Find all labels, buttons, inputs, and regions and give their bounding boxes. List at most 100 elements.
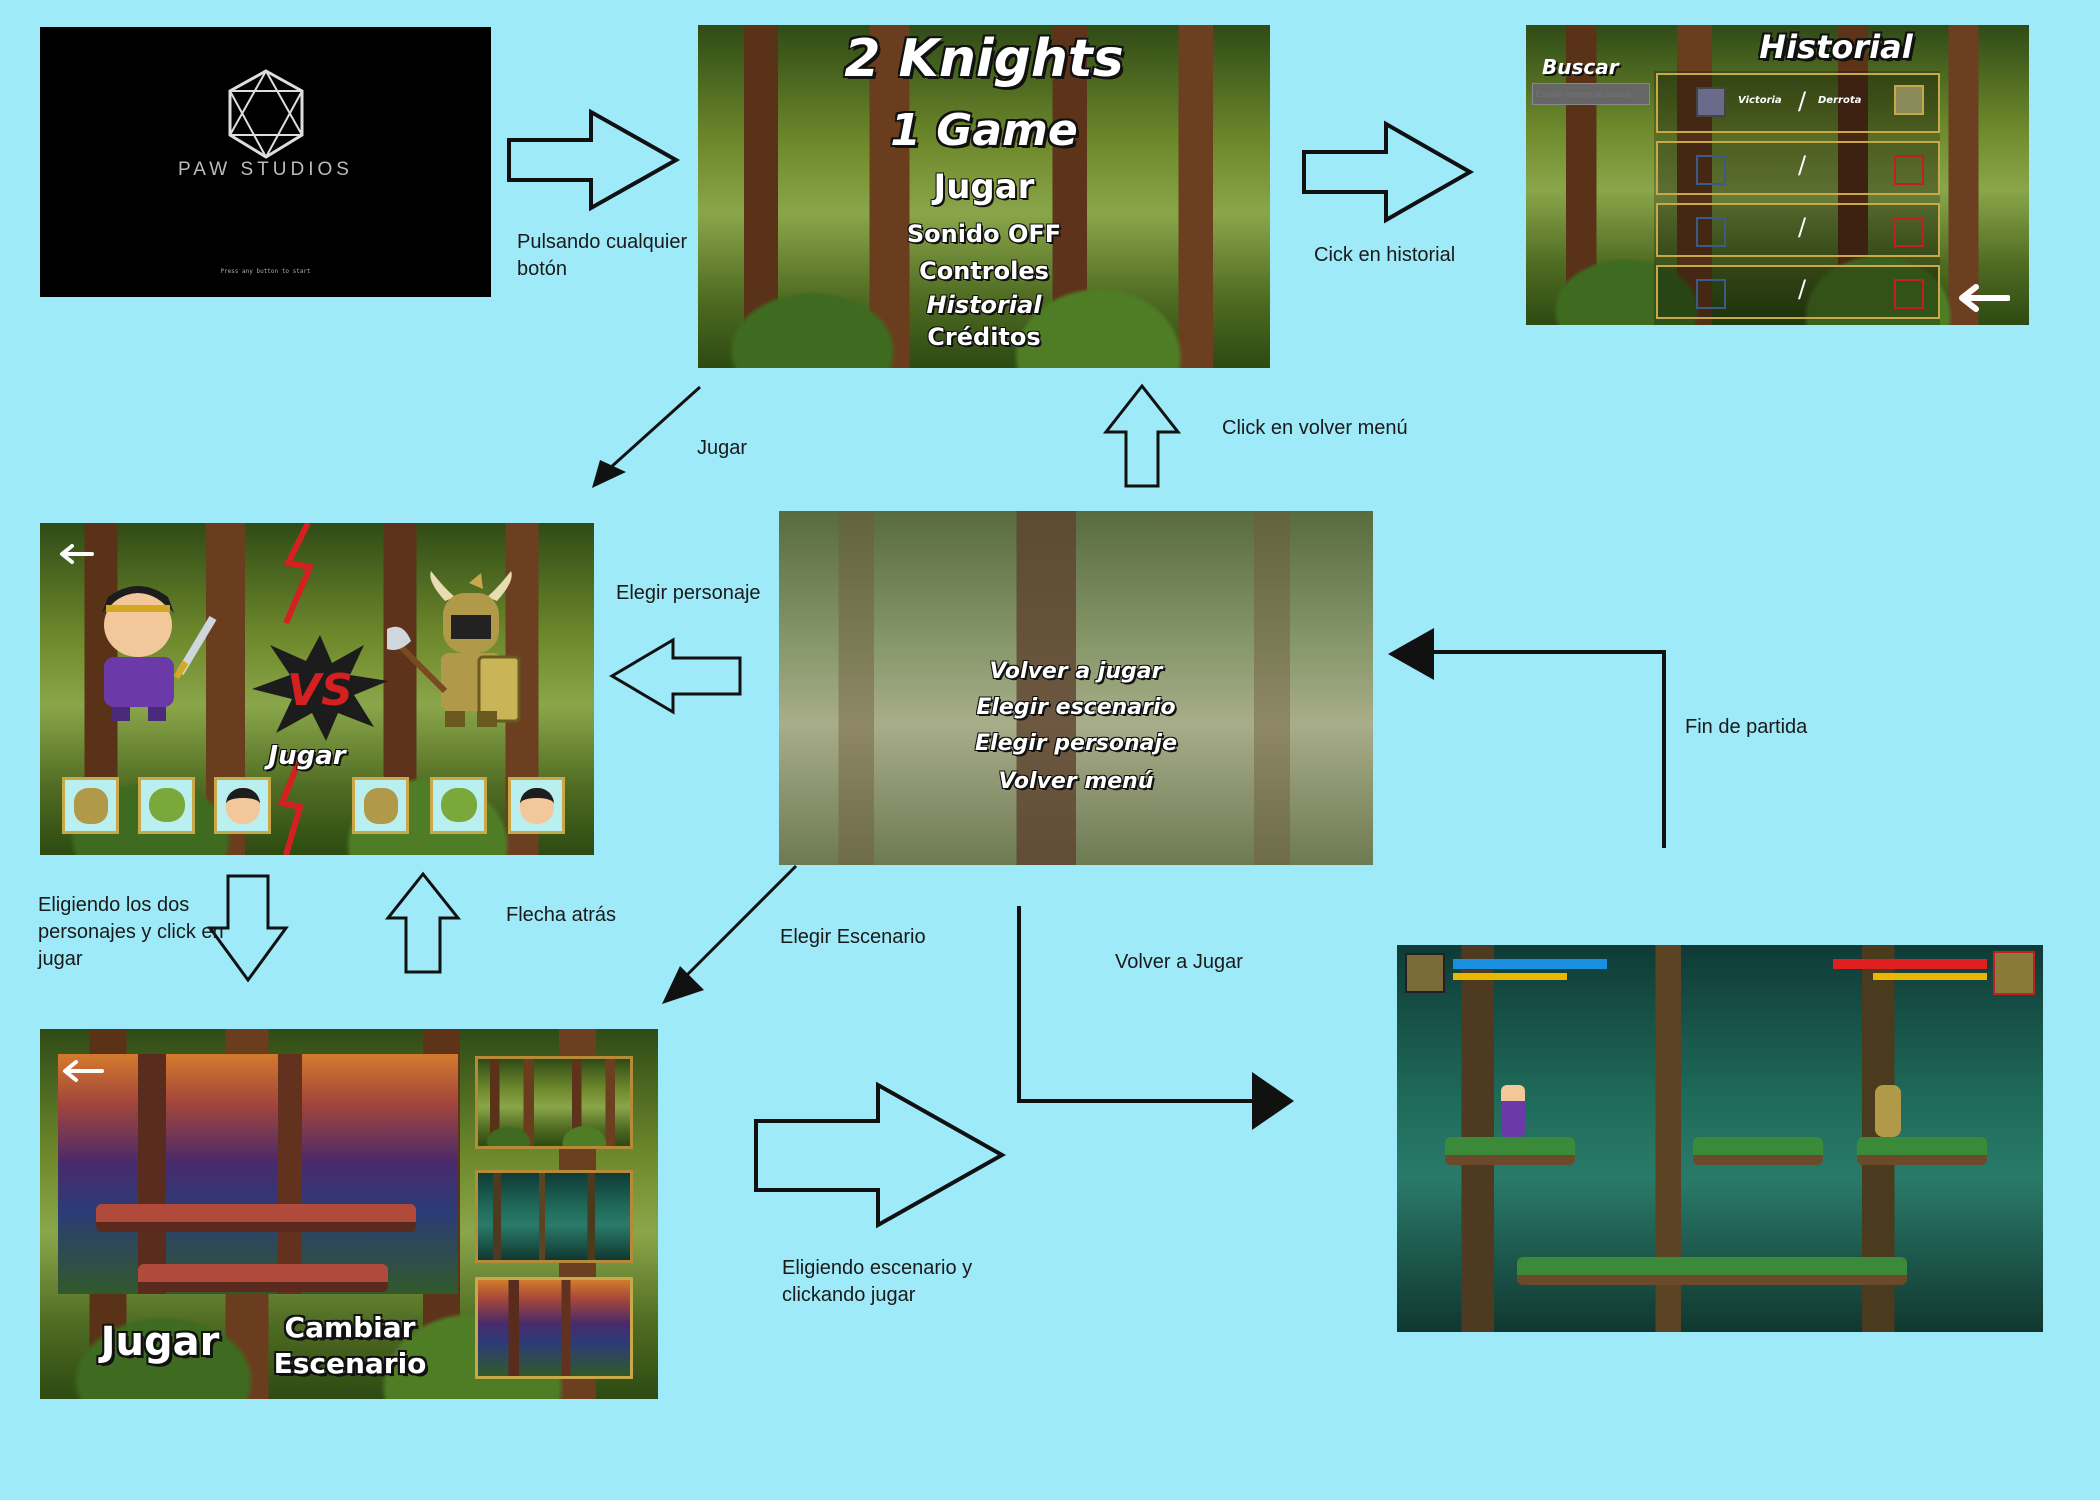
- elf-knight-icon: [225, 788, 260, 824]
- gameplay-screen: [1397, 945, 2043, 1332]
- history-title: Historial: [1759, 28, 1913, 66]
- arrow-gameplay-to-end: [1418, 650, 1666, 848]
- label-click-back-menu: Click en volver menú: [1222, 417, 1408, 439]
- change-stage-line2[interactable]: Escenario: [273, 1347, 427, 1380]
- history-row: /: [1656, 141, 1940, 195]
- p1-slot-armored-knight[interactable]: [62, 777, 119, 834]
- p1-energy-bar: [1453, 973, 1567, 980]
- history-screen: Historial Buscar Victoria / Derrota / / …: [1526, 25, 2029, 325]
- splash-brand: PAW STUDIOS: [178, 159, 353, 180]
- end-menu-screen: Volver a jugar Elegir escenario Elegir p…: [779, 511, 1373, 865]
- p2-portrait-icon: [1993, 951, 2035, 995]
- game-title-line2: 1 Game: [890, 105, 1078, 156]
- p1-fighter: [1501, 1085, 1525, 1137]
- p1-avatar-icon: [1696, 87, 1726, 117]
- menu-controls-button[interactable]: Controles: [919, 257, 1049, 285]
- ground-platform: [1517, 1257, 1907, 1285]
- history-row: /: [1656, 203, 1940, 257]
- arrow-menu-to-charselect: [608, 385, 702, 470]
- label-press-any: Pulsando cualquier botón: [517, 231, 688, 280]
- stage-platform: [96, 1204, 416, 1232]
- back-arrow-icon[interactable]: [60, 1059, 104, 1083]
- win-label: Victoria: [1738, 95, 1782, 106]
- p2-energy-bar: [1873, 973, 1987, 980]
- p1-slot-elf-knight[interactable]: [214, 777, 271, 834]
- history-row: /: [1656, 265, 1940, 319]
- armored-knight-character: [387, 571, 521, 727]
- p1-slot-orc[interactable]: [138, 777, 195, 834]
- vs-text: VS: [287, 665, 353, 716]
- stage-select-screen: Jugar Cambiar Escenario: [40, 1029, 658, 1399]
- label-back-arrow: Flecha atrás: [506, 904, 617, 926]
- elf-knight-icon: [519, 788, 554, 824]
- arrow-splash-to-menu: [507, 108, 681, 212]
- right-platform: [1857, 1137, 1987, 1165]
- row-p1-box: [1696, 279, 1726, 309]
- play-again-button[interactable]: Volver a jugar: [989, 659, 1163, 684]
- stage-platform: [138, 1264, 388, 1292]
- splash-hint: Press any button to start: [220, 268, 311, 275]
- orc-icon: [148, 788, 185, 822]
- character-select-screen: VS Jugar: [40, 523, 594, 855]
- main-menu-screen: 2 Knights 1 Game Jugar Sonido OFF Contro…: [698, 25, 1270, 368]
- arrow-menu-to-history: [1302, 120, 1475, 224]
- play-button[interactable]: Jugar: [268, 741, 346, 771]
- paw-logo-icon: [228, 69, 304, 159]
- row-separator: /: [1798, 213, 1807, 241]
- menu-credits-button[interactable]: Créditos: [927, 323, 1041, 351]
- arrow-end-to-charselect: [609, 637, 742, 715]
- choose-character-button[interactable]: Elegir personaje: [975, 731, 1177, 756]
- label-choose-stage: Elegir Escenario: [780, 926, 926, 948]
- menu-sound-button[interactable]: Sonido OFF: [906, 220, 1062, 248]
- row-p2-box: [1894, 155, 1924, 185]
- menu-jugar-button[interactable]: Jugar: [933, 167, 1035, 207]
- arrow-end-to-stage: [682, 864, 798, 980]
- history-header-row: Victoria / Derrota: [1656, 73, 1940, 133]
- arrow-end-to-menu: [1102, 383, 1182, 488]
- p1-health-bar: [1453, 959, 1607, 969]
- label-choosing-two: Eligiendo los dos personajes y click en …: [38, 894, 224, 970]
- arrow-stage-to-charselect: [384, 871, 462, 974]
- lightning-divider: [277, 523, 315, 855]
- back-to-menu-button[interactable]: Volver menú: [998, 769, 1154, 794]
- splash-screen[interactable]: PAW STUDIOS Press any button to start: [40, 27, 491, 297]
- p2-slot-armored-knight[interactable]: [352, 777, 409, 834]
- row-p2-box: [1894, 279, 1924, 309]
- row-separator: /: [1798, 275, 1807, 303]
- stage-thumb-green-forest[interactable]: [475, 1056, 633, 1149]
- game-title-line1: 2 Knights: [844, 29, 1124, 89]
- left-platform: [1445, 1137, 1575, 1165]
- p2-fighter: [1875, 1085, 1901, 1137]
- arrow-charselect-to-stage: [207, 874, 289, 983]
- row-p1-box: [1696, 155, 1726, 185]
- armored-knight-icon: [73, 788, 108, 824]
- menu-history-button[interactable]: Historial: [926, 291, 1042, 319]
- label-choose-character: Elegir personaje: [616, 582, 761, 604]
- selected-stage-preview: [58, 1054, 458, 1294]
- search-input[interactable]: [1532, 83, 1650, 105]
- stage-thumb-purple-forest[interactable]: [475, 1277, 633, 1379]
- back-arrow-icon[interactable]: [58, 543, 94, 565]
- arrow-stage-to-gameplay: [754, 1081, 1007, 1229]
- label-play-again: Volver a Jugar: [1115, 951, 1243, 973]
- row-p2-box: [1894, 217, 1924, 247]
- label-click-history: Cick en historial: [1314, 244, 1456, 266]
- p2-avatar-icon: [1894, 85, 1924, 115]
- back-arrow-icon[interactable]: [1956, 283, 2010, 313]
- p2-slot-orc[interactable]: [430, 777, 487, 834]
- row-p1-box: [1696, 217, 1726, 247]
- p1-portrait-icon: [1405, 953, 1445, 993]
- separator: /: [1798, 87, 1807, 115]
- search-label: Buscar: [1542, 55, 1619, 79]
- p2-health-bar: [1833, 959, 1987, 969]
- label-choosing-stage-play: Eligiendo escenario y clickando jugar: [782, 1257, 973, 1306]
- orc-icon: [440, 788, 477, 822]
- loss-label: Derrota: [1818, 95, 1862, 106]
- stage-thumb-dark-forest[interactable]: [475, 1170, 633, 1263]
- stage-play-button[interactable]: Jugar: [100, 1319, 220, 1365]
- change-stage-line1[interactable]: Cambiar: [284, 1311, 416, 1344]
- choose-stage-button[interactable]: Elegir escenario: [976, 695, 1176, 720]
- p2-slot-elf-knight[interactable]: [508, 777, 565, 834]
- label-play: Jugar: [697, 437, 748, 459]
